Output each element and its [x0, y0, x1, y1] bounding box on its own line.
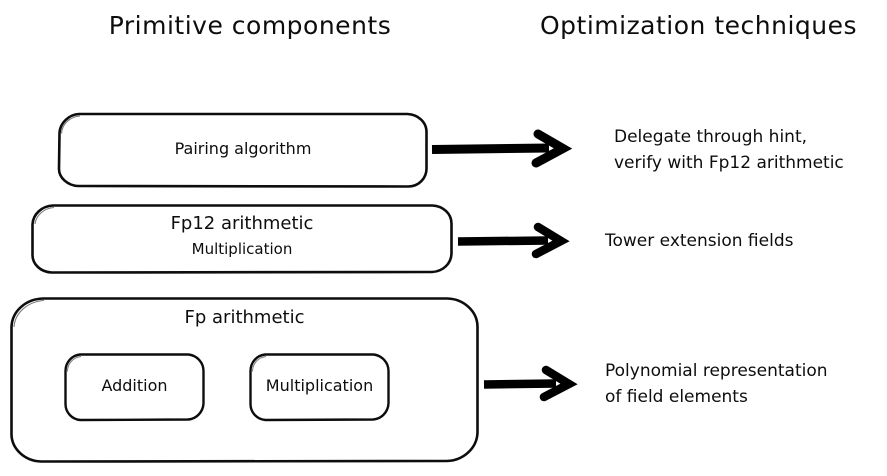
box-fp12-subtitle: Multiplication	[191, 240, 293, 258]
note-pairing-line-2: verify with Fp12 arithmetic	[614, 153, 844, 173]
box-addition-label: Addition	[101, 376, 168, 395]
note-pairing-line-1: Delegate through hint,	[614, 127, 808, 147]
note-fp-line-1: Polynomial representation	[605, 361, 828, 381]
rounded-rectangle-shape	[57, 112, 428, 188]
arrow-right-icon-pairing	[431, 129, 573, 168]
note-fp12-arithmetic: Tower extension fields	[605, 228, 793, 254]
note-fp-line-2: of field elements	[605, 387, 748, 407]
note-fp12-line-1: Tower extension fields	[605, 231, 794, 251]
heading-optimization-techniques: Optimization techniques	[539, 11, 858, 40]
box-pairing-algorithm-label: Pairing algorithm	[174, 139, 312, 158]
box-fp-title: Fp arithmetic	[184, 307, 305, 328]
rounded-rectangle-shape	[249, 353, 390, 422]
box-pairing-algorithm[interactable]: Pairing algorithm	[57, 112, 429, 188]
box-fp12-arithmetic[interactable]: Fp12 arithmetic Multiplication	[30, 203, 454, 274]
rounded-rectangle-shape	[31, 204, 453, 274]
arrow-right-icon-fp	[483, 365, 578, 402]
box-fp-arithmetic[interactable]: Fp arithmetic Addition Multiplication	[9, 296, 480, 464]
box-multiplication-label: Multiplication	[265, 376, 374, 395]
heading-primitive-components: Primitive components	[108, 11, 392, 40]
box-addition[interactable]: Addition	[63, 352, 206, 422]
arrow-right-icon-fp12	[457, 222, 570, 259]
box-fp12-title: Fp12 arithmetic	[170, 213, 314, 234]
note-fp-arithmetic: Polynomial representation of field eleme…	[605, 358, 828, 410]
note-pairing-algorithm: Delegate through hint, verify with Fp12 …	[614, 124, 844, 176]
rounded-rectangle-shape	[64, 353, 205, 422]
box-multiplication[interactable]: Multiplication	[248, 352, 391, 422]
